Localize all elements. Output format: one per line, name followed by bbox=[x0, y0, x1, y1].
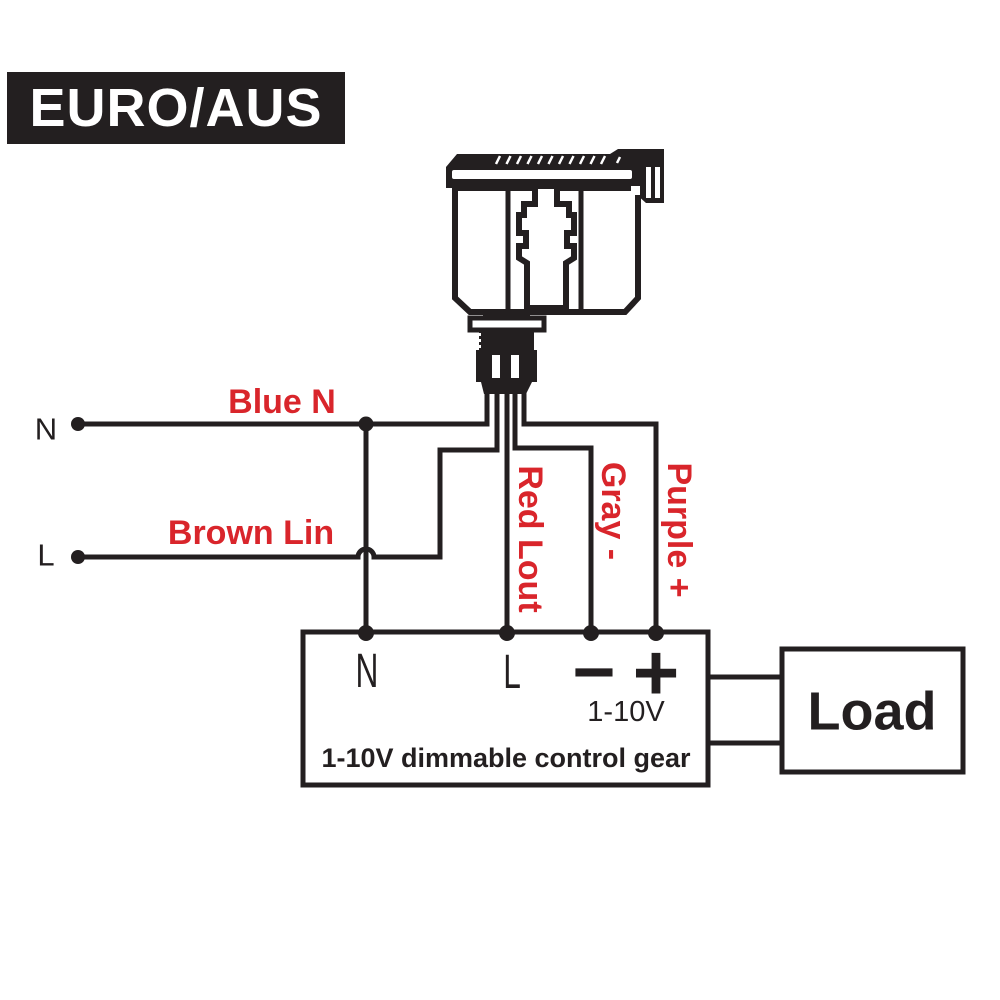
gear-caption: 1-10V dimmable control gear bbox=[321, 742, 691, 773]
load-connector-wires bbox=[708, 674, 782, 746]
purple-wire-label: Purple + bbox=[659, 462, 698, 598]
load-label: Load bbox=[807, 681, 937, 742]
gear-l-terminal-dot bbox=[499, 625, 515, 641]
gear-terminal-plus-label: + bbox=[632, 628, 680, 717]
blue-wire bbox=[78, 392, 490, 427]
region-badge: EURO/AUS bbox=[7, 72, 345, 144]
gear-minus-terminal-dot bbox=[583, 625, 599, 641]
purple-wire bbox=[521, 392, 659, 633]
gear-dim-range-label: 1-10V bbox=[587, 695, 665, 728]
gear-terminal-minus-label: − bbox=[572, 630, 616, 714]
mains-neutral-label: N bbox=[34, 411, 58, 447]
control-gear-box bbox=[300, 629, 711, 788]
light-sensor-illustration bbox=[446, 149, 664, 394]
brown-wire bbox=[78, 392, 500, 560]
blue-junction-dot bbox=[358, 416, 374, 432]
load-box bbox=[779, 646, 966, 775]
gray-wire-label: Gray - bbox=[593, 461, 632, 561]
gear-n-terminal-dot bbox=[358, 625, 374, 641]
gear-terminal-l-label: L bbox=[503, 645, 521, 699]
mains-live-label: L bbox=[37, 537, 55, 573]
gear-terminal-n-label: N bbox=[355, 644, 379, 698]
mains-live-terminal-dot bbox=[71, 550, 85, 564]
gray-wire bbox=[512, 392, 594, 633]
brown-wire-label: Brown Lin bbox=[167, 514, 335, 553]
mains-neutral-terminal-dot bbox=[71, 417, 85, 431]
cap-vent-ticks bbox=[494, 155, 622, 165]
gear-plus-terminal-dot bbox=[648, 625, 664, 641]
blue-wire-label: Blue N bbox=[228, 383, 336, 422]
region-badge-text: EURO/AUS bbox=[29, 78, 323, 138]
red-wire-label: Red Lout bbox=[510, 465, 549, 613]
